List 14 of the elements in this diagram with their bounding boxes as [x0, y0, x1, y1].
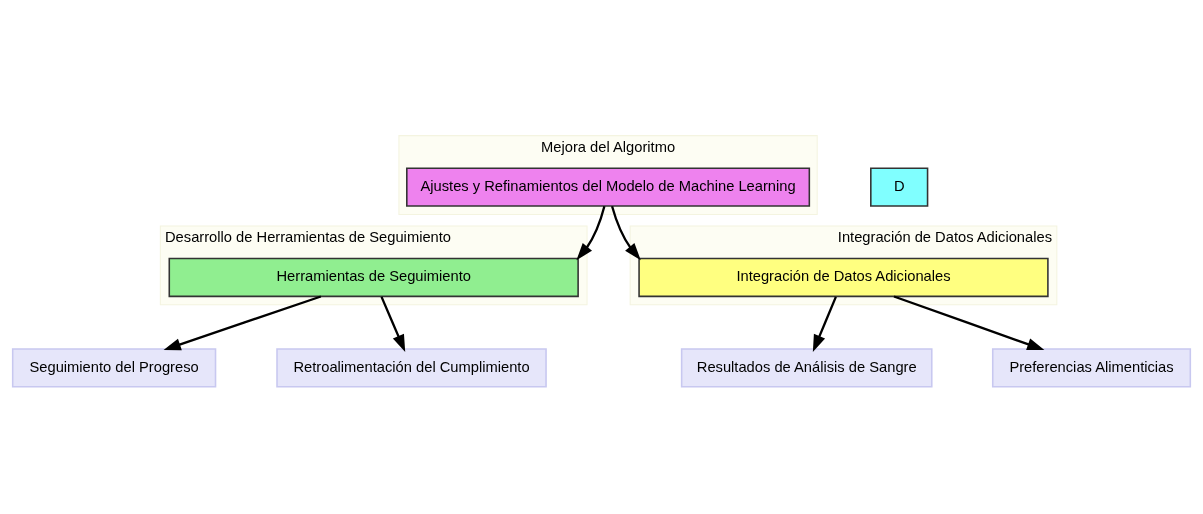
- arrow: [380, 296, 406, 353]
- arrow: [893, 295, 1045, 351]
- node-box: Resultados de Análisis de Sangre: [680, 348, 933, 388]
- arrow: [163, 295, 322, 351]
- node-box: Ajustes y Refinamientos del Modelo de Machine Learning: [406, 167, 811, 207]
- node-box: D: [870, 167, 929, 207]
- node-box: Herramientas de Seguimiento: [168, 257, 579, 298]
- node-box: Seguimiento del Progreso: [11, 348, 217, 388]
- arrow: [812, 296, 837, 353]
- node-box: Integración de Datos Adicionales: [638, 257, 1049, 298]
- arrow: [576, 205, 606, 261]
- arrow: [610, 205, 641, 261]
- node-box: Preferencias Alimenticias: [991, 348, 1192, 388]
- node-box: Retroalimentación del Cumplimiento: [276, 348, 547, 388]
